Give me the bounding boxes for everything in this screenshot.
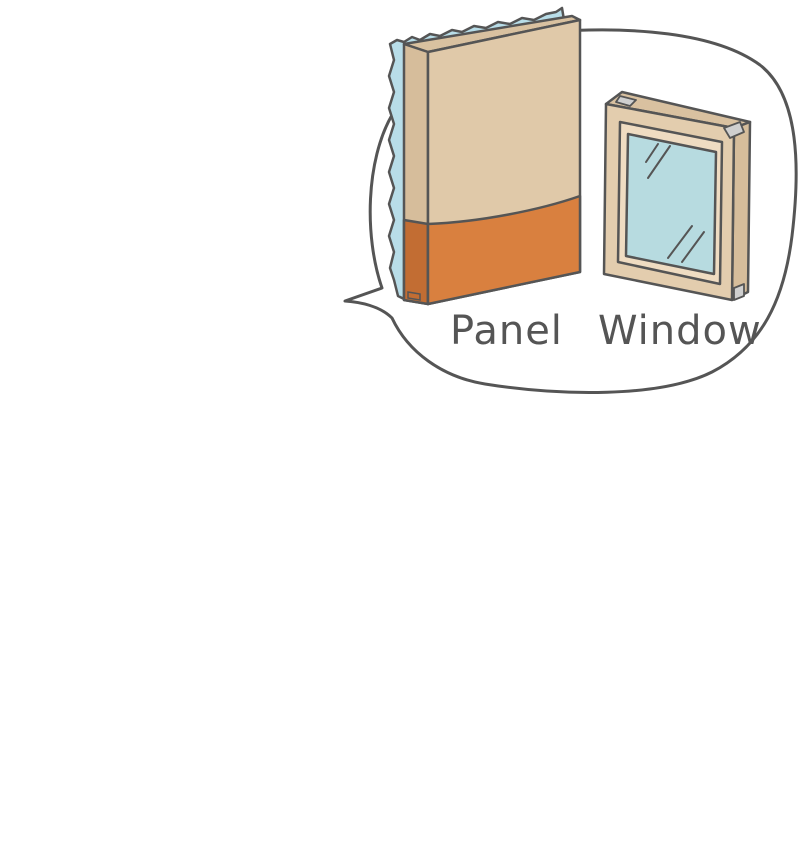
panel-front-orange [426,194,582,306]
glass-reflection [667,225,693,259]
glass-reflection [647,145,671,179]
window-glass [624,132,718,276]
panel-label: Panel [450,308,563,354]
panel-label-patch [407,291,421,301]
window-frame-icon [602,90,752,302]
corner-tape [615,95,637,107]
corner-tape [733,283,745,301]
glass-reflection [681,231,705,263]
glass-reflection [645,143,659,163]
corner-tape [723,121,745,139]
window-label: Window [598,308,762,354]
insulation-panel-icon [387,6,582,306]
